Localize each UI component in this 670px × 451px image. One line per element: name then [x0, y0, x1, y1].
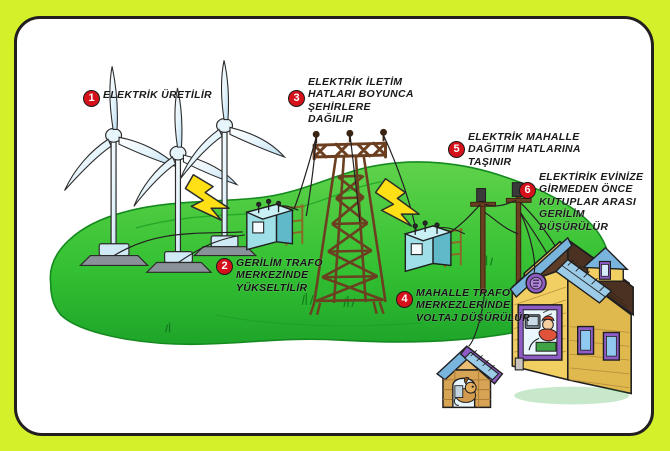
cable-turbines-to-transformer	[113, 231, 243, 257]
transformer-box-icon	[403, 220, 466, 273]
transformer-box-icon	[244, 198, 305, 251]
callout-text-1: ELEKTRİK ÜRETİLİR	[103, 89, 212, 101]
lightning-bolt-icon	[374, 177, 420, 227]
utility-pole-icon	[450, 182, 565, 294]
cable-turbine-b	[178, 234, 245, 263]
electric-meter-icon	[525, 272, 547, 294]
callout-transmission-lines[interactable]: 3 ELEKTRİK İLETİM HATLARI BOYUNCA ŞEHİRL…	[288, 76, 414, 126]
scene-artwork	[49, 60, 634, 409]
service-drop-wire	[519, 211, 536, 274]
illustration-sheet: 1 ELEKTRİK ÜRETİLİR 2 GERİLİM TRAFO MERK…	[14, 16, 654, 436]
callout-text-5: ELEKTRİK MAHALLE DAĞITIM HATLARINA TAŞIN…	[468, 131, 581, 168]
callout-service-drop-voltage[interactable]: 6 ELEKTİRİK EVİNİZE GİRMEDEN ÖNCE KUTUPL…	[519, 171, 651, 233]
callout-text-3: ELEKTRİK İLETİM HATLARI BOYUNCA ŞEHİRLER…	[308, 76, 414, 126]
house-icon	[509, 211, 634, 395]
callout-voltage-stepped-up[interactable]: 2 GERİLİM TRAFO MERKEZİNDE YÜKSELTİLİR	[216, 257, 323, 294]
callout-distribution-lines[interactable]: 5 ELEKTRİK MAHALLE DAĞITIM HATLARINA TAŞ…	[448, 131, 581, 168]
callout-badge-5: 5	[448, 141, 465, 158]
callout-electricity-generated[interactable]: 1 ELEKTRİK ÜRETİLİR	[83, 89, 212, 107]
callout-text-4: MAHALLE TRAFO MERKEZLERİNDE VOLTAJ DÜŞÜR…	[416, 287, 531, 324]
person-icon	[528, 315, 558, 352]
callout-badge-6: 6	[519, 182, 536, 199]
solar-panel-icon	[554, 258, 613, 304]
callout-badge-4: 4	[396, 291, 413, 308]
lightning-bolt-icon	[184, 174, 230, 221]
transmission-tower-icon	[293, 128, 418, 316]
callout-badge-2: 2	[216, 258, 233, 275]
callout-neighborhood-transformer[interactable]: 4 MAHALLE TRAFO MERKEZLERİNDE VOLTAJ DÜŞ…	[396, 287, 530, 324]
callout-badge-3: 3	[288, 90, 305, 107]
wind-turbine-icon	[64, 60, 287, 273]
callout-text-2: GERİLİM TRAFO MERKEZİNDE YÜKSELTİLİR	[236, 257, 323, 294]
dog-house-icon	[435, 292, 504, 409]
callout-text-6: ELEKTİRİK EVİNİZE GİRMEDEN ÖNCE KUTUPLAR…	[539, 171, 644, 233]
callout-badge-1: 1	[83, 90, 100, 107]
